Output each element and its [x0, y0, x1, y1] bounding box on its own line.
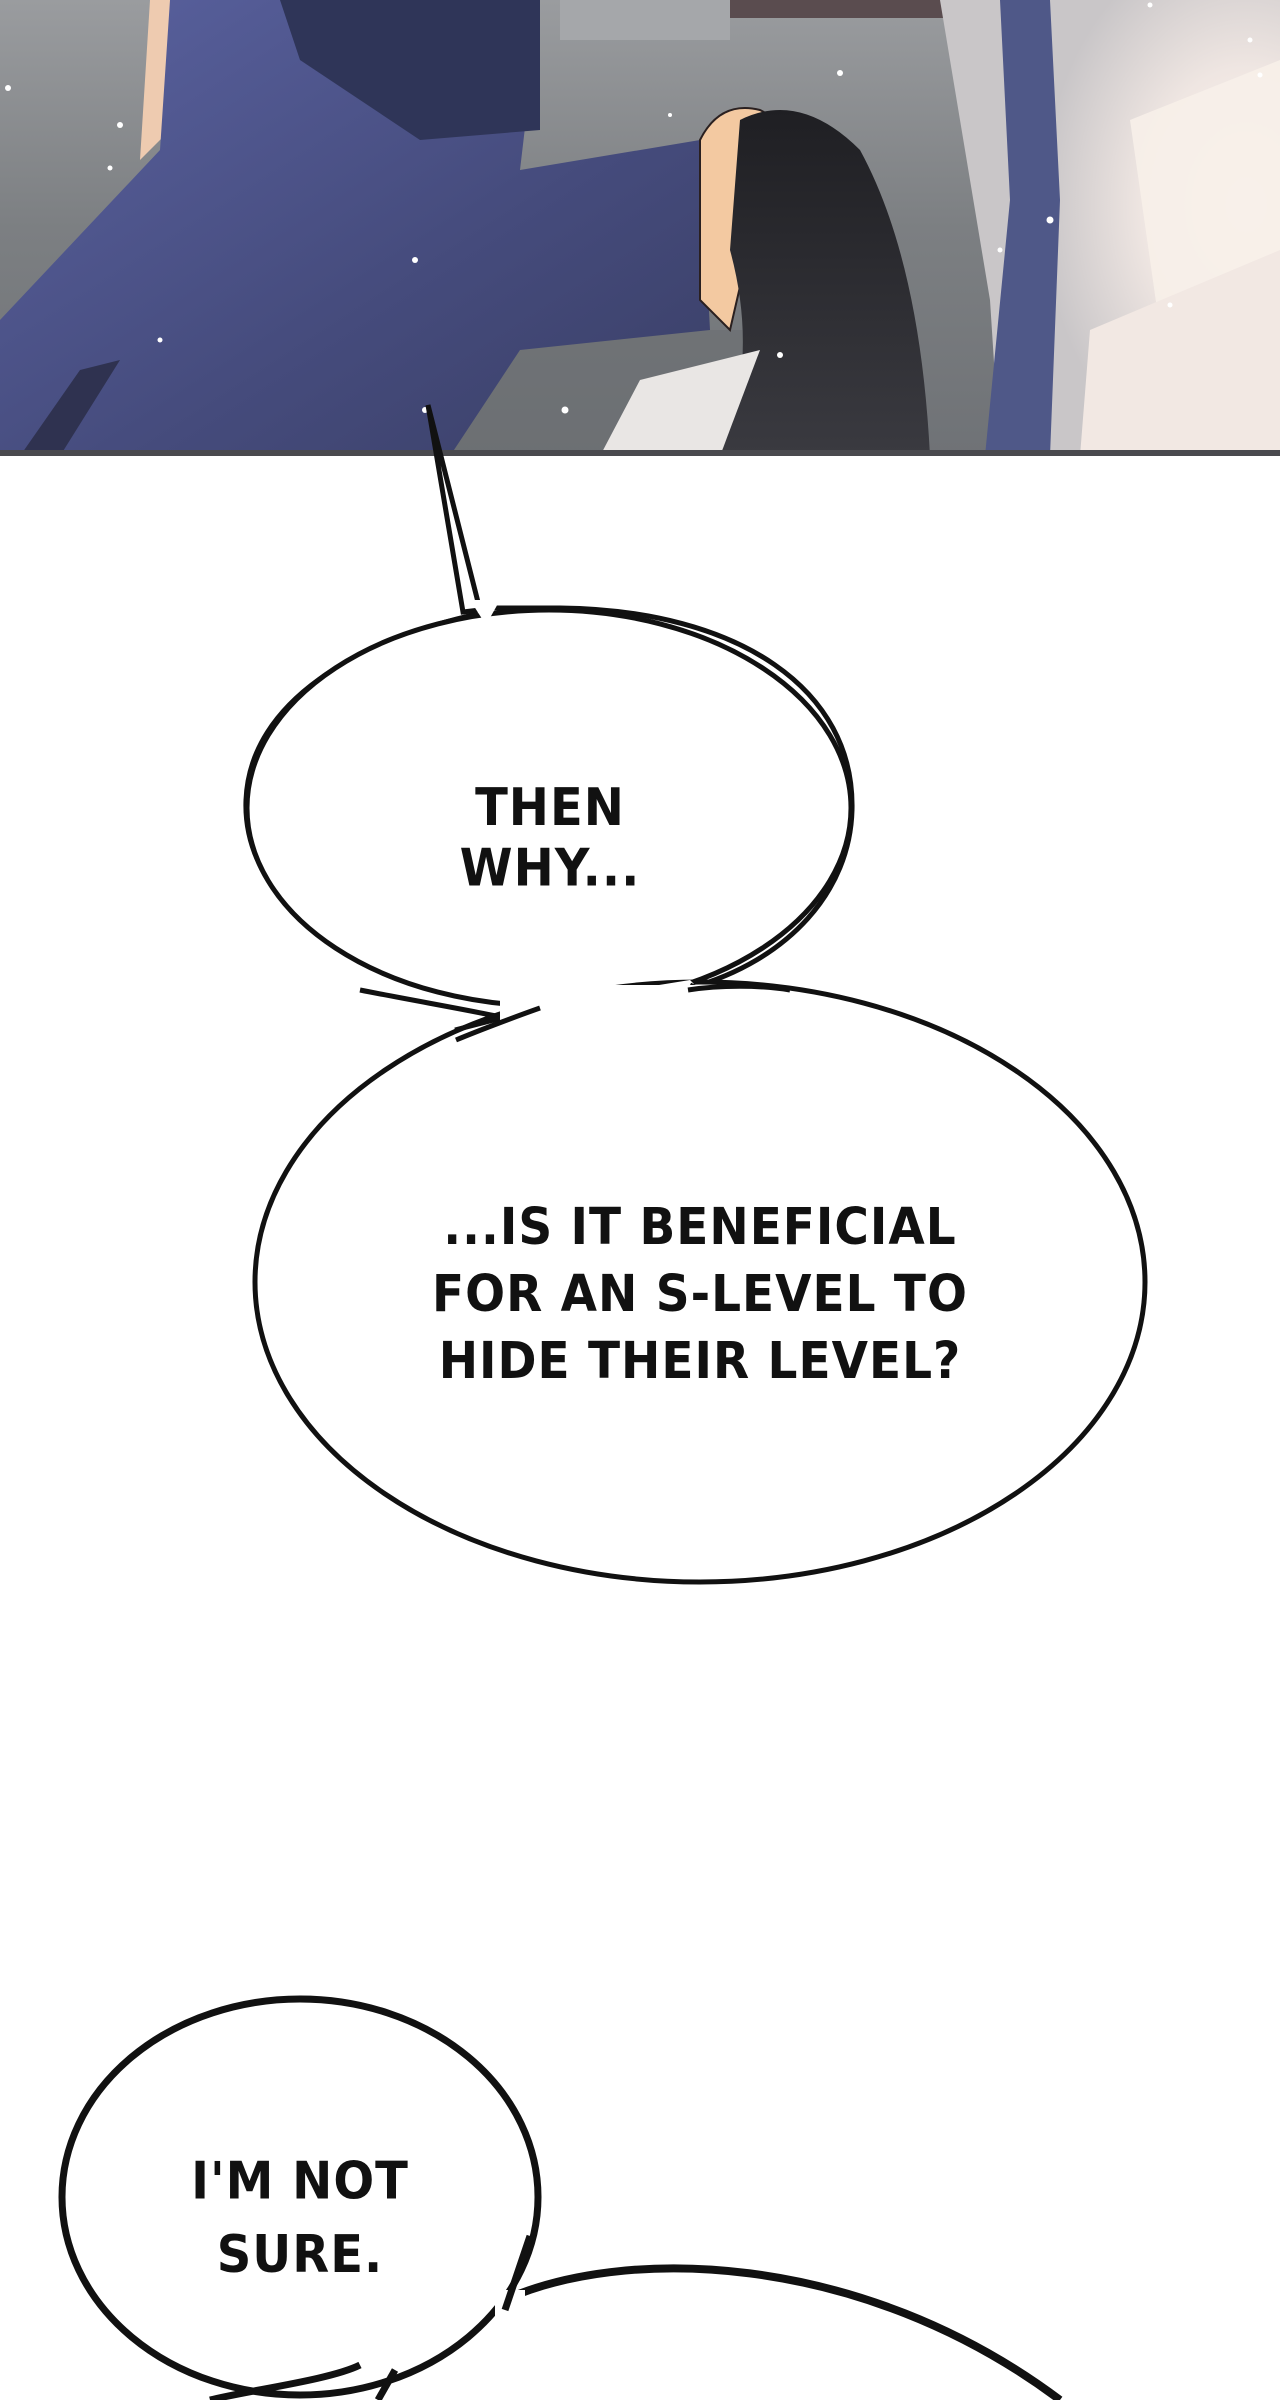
- speech-bubble-2: [252, 979, 1148, 1585]
- speech-bubble-3: [58, 1995, 1063, 2400]
- bubble-1-text: THEN WHY...: [459, 777, 641, 899]
- comic-panel-illustration: [0, 0, 1280, 456]
- bubble-3-text: I'M NOT SURE.: [191, 2151, 409, 2285]
- panel-artwork: [0, 0, 1280, 456]
- bubble-2-text: ...IS IT BENEFICIAL FOR AN S-LEVEL TO HI…: [432, 1197, 968, 1392]
- speech-bubble-1: [243, 600, 855, 1021]
- bubble-1-tail: [425, 404, 484, 615]
